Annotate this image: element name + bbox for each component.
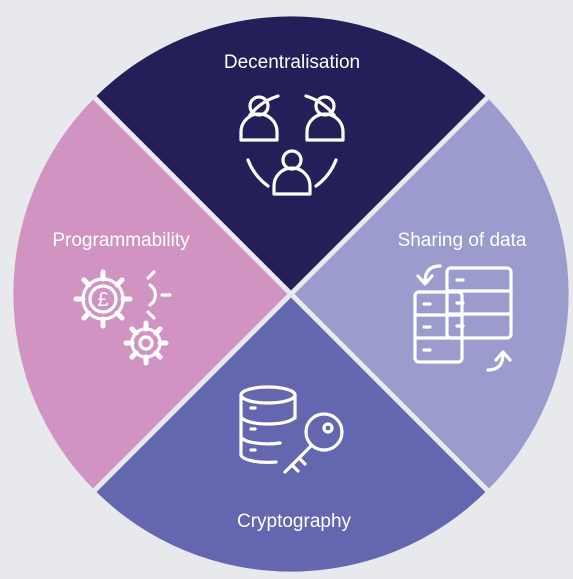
gears-pound-icon: £ xyxy=(73,269,172,366)
label-sharing-of-data: Sharing of data xyxy=(398,230,527,251)
people-network-icon xyxy=(239,94,345,196)
gear-tooth xyxy=(114,310,125,321)
segment-programmability xyxy=(13,97,291,491)
segment-decentralisation xyxy=(94,16,488,295)
label-programmability: Programmability xyxy=(52,230,190,251)
gear-tooth xyxy=(81,277,92,288)
segment-sharing-of-data xyxy=(291,97,569,491)
gear-tooth xyxy=(81,310,92,321)
gear-tooth xyxy=(114,277,125,288)
gear-tooth xyxy=(129,350,139,360)
separator-lines xyxy=(92,95,490,493)
segment-cryptography xyxy=(94,294,488,572)
database-sync-icon xyxy=(413,264,513,372)
gear-tooth xyxy=(153,326,163,336)
label-decentralisation: Decentralisation xyxy=(224,52,360,73)
gear-tooth xyxy=(129,326,139,336)
gear-tooth xyxy=(153,350,163,360)
pound-sign: £ xyxy=(97,289,108,311)
label-cryptography: Cryptography xyxy=(237,511,352,532)
database-key-icon xyxy=(239,385,344,474)
